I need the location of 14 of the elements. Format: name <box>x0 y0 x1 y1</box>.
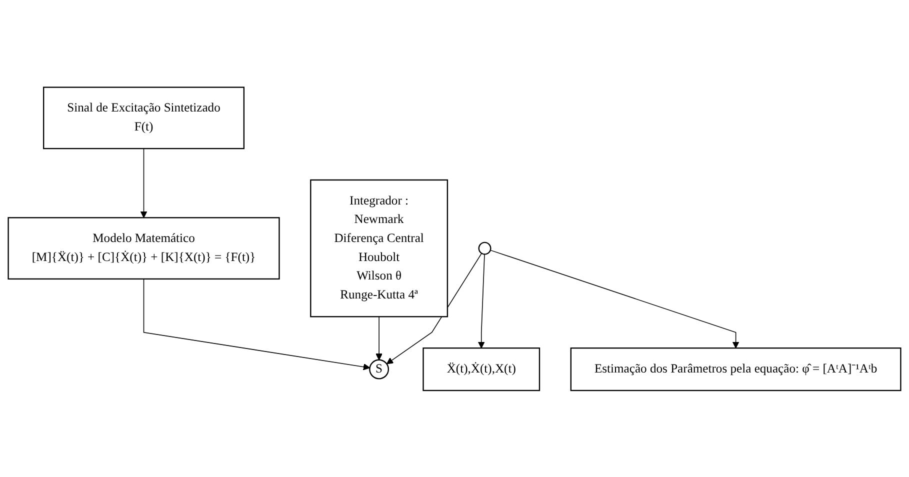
node-box <box>310 179 448 317</box>
node-box <box>43 86 245 149</box>
node-box <box>422 347 540 391</box>
arrow <box>386 252 482 364</box>
arrow <box>140 148 148 218</box>
arrow <box>478 253 485 348</box>
node-circle <box>478 241 492 254</box>
node-box <box>8 216 280 280</box>
arrow <box>376 316 382 360</box>
node-box <box>570 347 902 391</box>
node-circle <box>369 358 390 379</box>
flowchart-diagram: Sinal de Excitação Sintetizado F(t) Integrador : Newmark Diferença Central Houbolt Wilson θ Runge-Kutta 4ª Modelo Matemático [M]{Ẍ(t)} + [C]{Ẋ(t)} + [K]{X(t)} = {F(t)} S Ẍ(t),Ẋ(t),X(t) Estimação dos Parâmetros pela equação: φ̂ = [AᵗA]⁻¹Aᵗb <box>2 80 907 396</box>
arrow <box>143 278 370 370</box>
arrow <box>490 249 740 348</box>
